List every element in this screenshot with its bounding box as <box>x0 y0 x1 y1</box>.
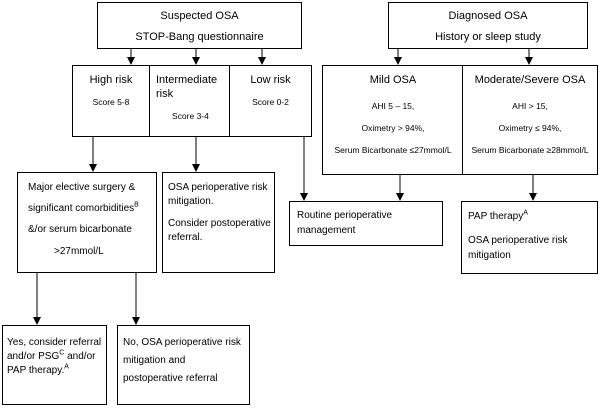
osa-mitigation-line1: OSA perioperative risk <box>168 182 268 193</box>
diagnosed-osa-box: Diagnosed OSA History or sleep study <box>388 2 588 49</box>
history-subtitle: History or sleep study <box>435 31 541 43</box>
high-risk-box: High risk Score 5-8 <box>72 65 150 137</box>
major-surgery-box: Major elective surgery & significant com… <box>17 172 157 273</box>
major-surgery-line2-text: significant comorbidities <box>28 203 135 214</box>
yes-line3: PAP therapy.A <box>7 363 69 376</box>
yes-line2-a: and/or PSG <box>7 351 60 362</box>
footnote-c: C <box>59 349 65 357</box>
mild-osa-box: Mild OSA AHI 5 – 15, Oximetry > 94%, Ser… <box>322 65 464 175</box>
osa-mitigation-line2: mitigation. <box>168 196 214 207</box>
moderate-bicarbonate: Serum Bicarbonate ≥28mmol/L <box>471 145 589 155</box>
footnote-a-yes: A <box>64 363 69 371</box>
no-line3: postoperative referral <box>123 373 218 384</box>
routine-line1: Routine perioperative <box>297 210 393 221</box>
yes-line2: and/or PSGC and/or <box>7 349 96 362</box>
suspected-osa-title: Suspected OSA <box>160 10 239 22</box>
moderate-osa-title: Moderate/Severe OSA <box>474 74 586 86</box>
osa-mitigation-line3: Consider postoperative <box>168 218 271 229</box>
mild-osa-title: Mild OSA <box>369 74 417 86</box>
major-surgery-line3: &/or serum bicarbonate <box>28 224 132 235</box>
suspected-osa-box: Suspected OSA STOP-Bang questionnaire <box>97 2 302 49</box>
intermediate-risk-label-line2: risk <box>156 88 174 100</box>
major-surgery-line2: significant comorbiditiesB <box>28 201 139 214</box>
footnote-b: B <box>134 201 139 209</box>
moderate-severe-osa-box: Moderate/Severe OSA AHI > 15, Oximetry ≤… <box>462 65 598 175</box>
major-surgery-line4: >27mmol/L <box>54 246 104 257</box>
high-risk-label: High risk <box>89 74 133 86</box>
no-line1: No, OSA perioperative risk <box>123 337 241 348</box>
pap-line3: mitigation <box>468 250 511 261</box>
yes-line2-b: and/or <box>64 351 96 362</box>
routine-management-box: Routine perioperative management <box>289 201 443 246</box>
pap-therapy-box: PAP therapyA OSA perioperative risk miti… <box>461 201 598 274</box>
low-risk-box: Low risk Score 0-2 <box>229 65 312 137</box>
yes-referral-box: Yes, consider referral and/or PSGC and/o… <box>2 325 107 405</box>
yes-line1: Yes, consider referral <box>7 337 102 348</box>
major-surgery-line1: Major elective surgery & <box>28 182 136 193</box>
moderate-ahi: AHI > 15, <box>512 101 548 111</box>
routine-line2: management <box>297 225 356 236</box>
high-risk-score: Score 5-8 <box>92 97 130 107</box>
intermediate-risk-label-line1: Intermediate <box>156 74 218 86</box>
pap-line2: OSA perioperative risk <box>468 235 568 246</box>
mild-ahi: AHI 5 – 15, <box>371 101 415 111</box>
no-line2: mitigation and <box>123 355 186 366</box>
pap-line1-text: PAP therapy <box>468 211 524 222</box>
low-risk-score: Score 0-2 <box>252 97 289 107</box>
pap-line1: PAP therapyA <box>468 209 528 222</box>
mild-bicarbonate: Serum Bicarbonate ≤27mmol/L <box>334 145 452 155</box>
diagnosed-osa-title: Diagnosed OSA <box>448 10 528 22</box>
intermediate-risk-score: Score 3-4 <box>172 111 209 121</box>
intermediate-risk-box: Intermediate risk Score 3-4 <box>149 65 230 137</box>
low-risk-label: Low risk <box>250 74 291 86</box>
mild-oximetry: Oximetry > 94%, <box>361 123 425 133</box>
footnote-a: A <box>523 209 528 217</box>
moderate-oximetry: Oximetry ≤ 94%, <box>498 123 562 133</box>
yes-line3-text: PAP therapy. <box>7 365 65 376</box>
no-mitigation-box: No, OSA perioperative risk mitigation an… <box>117 325 250 405</box>
osa-mitigation-box: OSA perioperative risk mitigation. Consi… <box>162 172 275 273</box>
osa-mitigation-line4: referral. <box>168 232 203 243</box>
stop-bang-subtitle: STOP-Bang questionnaire <box>135 31 264 43</box>
